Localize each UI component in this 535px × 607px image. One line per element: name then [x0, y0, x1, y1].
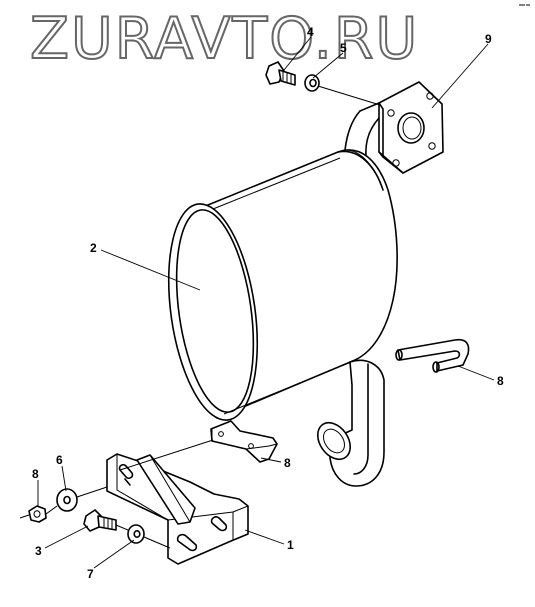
inlet-flange-part [344, 81, 444, 174]
watermark-logo: ZURAVTO.RU [30, 6, 419, 72]
mounting-bracket-part [106, 453, 249, 565]
callout-8-nut: 8 [32, 467, 39, 481]
outlet-pipe [316, 359, 385, 487]
callout-8-ubolt: 8 [497, 374, 504, 388]
callout-5: 5 [340, 41, 347, 55]
u-bolt-part [395, 338, 470, 373]
callout-6: 6 [56, 453, 63, 467]
callout-8-clip: 8 [284, 456, 291, 470]
callout-4: 4 [307, 25, 314, 39]
callout-7: 7 [87, 567, 94, 581]
callout-1: 1 [287, 538, 294, 552]
leader-lines [37, 36, 495, 569]
muffler-body-part [167, 149, 398, 421]
washer-top-part [304, 74, 320, 92]
washer-left-part [56, 488, 78, 512]
washer-lower-part [127, 524, 145, 544]
callout-2: 2 [90, 241, 97, 255]
nut-left-part [28, 505, 47, 523]
callout-labels: 4 5 9 2 8 8 8 6 3 7 1 [32, 25, 504, 581]
bracket-clip-part [210, 420, 278, 463]
callout-3: 3 [35, 544, 42, 558]
assembly-guide-lines [19, 85, 381, 549]
callout-9: 9 [485, 32, 492, 46]
bolt-lower-part [83, 509, 117, 532]
bolt-top-part [265, 61, 296, 86]
